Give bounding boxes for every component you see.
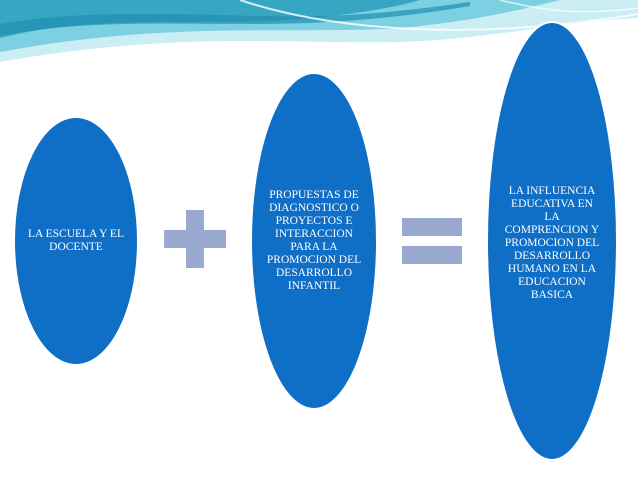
wave-thin-line [239,0,638,31]
wave-band-accent [0,2,470,36]
ellipse-middle-text: PROPUESTAS DE DIAGNOSTICO O PROYECTOS E … [266,189,362,292]
ellipse-left-text: LA ESCUELA Y EL DOCENTE [28,228,124,253]
ellipse-middle [250,72,378,410]
ellipse-left [13,116,139,366]
ellipse-right-text: LA INFLUENCIA EDUCATIVA EN LA COMPRENCIO… [504,184,600,301]
plus-icon [164,210,226,268]
ellipse-right [486,21,618,461]
ellipse-middle-label: PROPUESTAS DE DIAGNOSTICO O PROYECTOS E … [266,168,362,314]
header-wave-decoration [0,0,638,62]
wave-thin-line-2 [499,0,638,13]
equals-icon [402,218,462,264]
ellipse-left-label: LA ESCUELA Y EL DOCENTE [20,221,132,261]
ellipse-right-label: LA INFLUENCIA EDUCATIVA EN LA COMPRENCIO… [503,176,601,310]
